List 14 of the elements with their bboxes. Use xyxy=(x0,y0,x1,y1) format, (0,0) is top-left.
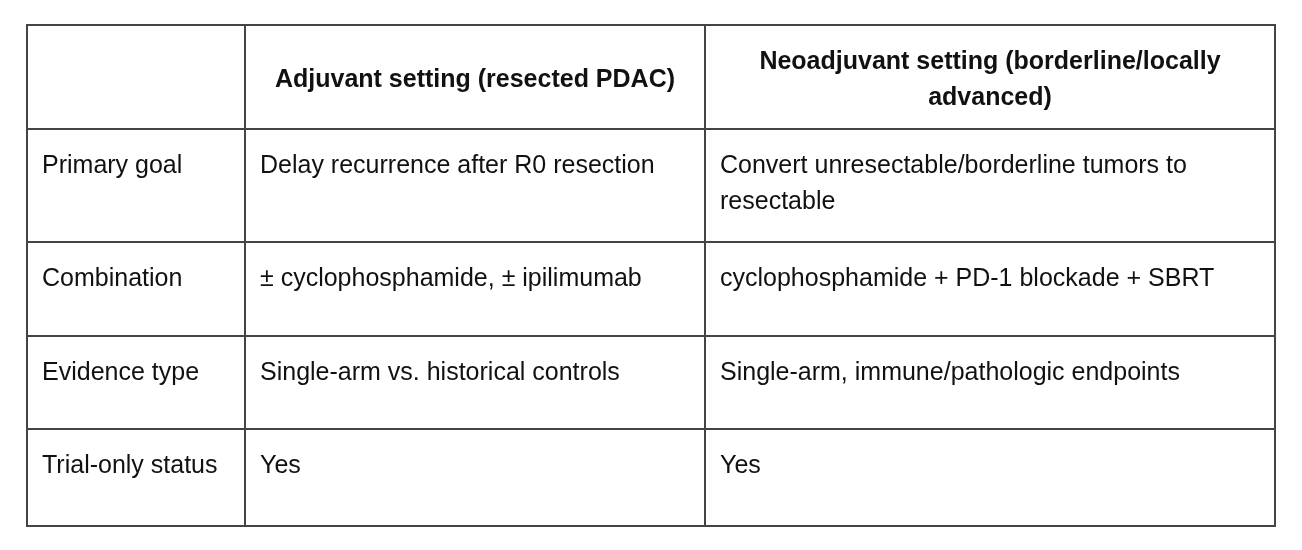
row-header: Trial-only status xyxy=(27,429,245,526)
table-cell: Single-arm, immune/pathologic endpoints xyxy=(705,336,1275,429)
table-cell: Yes xyxy=(705,429,1275,526)
row-header: Combination xyxy=(27,242,245,336)
column-header: Neoadjuvant setting (borderline/locally advanced) xyxy=(705,25,1275,129)
table-cell: Yes xyxy=(245,429,705,526)
table-cell: Convert unresectable/borderline tumors to resectable xyxy=(705,129,1275,242)
table-cell: cyclophosphamide + PD-1 blockade + SBRT xyxy=(705,242,1275,336)
table-cell: Single-arm vs. historical controls xyxy=(245,336,705,429)
column-header: Adjuvant setting (resected PDAC) xyxy=(245,25,705,129)
row-header: Primary goal xyxy=(27,129,245,242)
table-cell: Delay recurrence after R0 resection xyxy=(245,129,705,242)
row-header: Evidence type xyxy=(27,336,245,429)
table-cell: ± cyclophosphamide, ± ipilimumab xyxy=(245,242,705,336)
